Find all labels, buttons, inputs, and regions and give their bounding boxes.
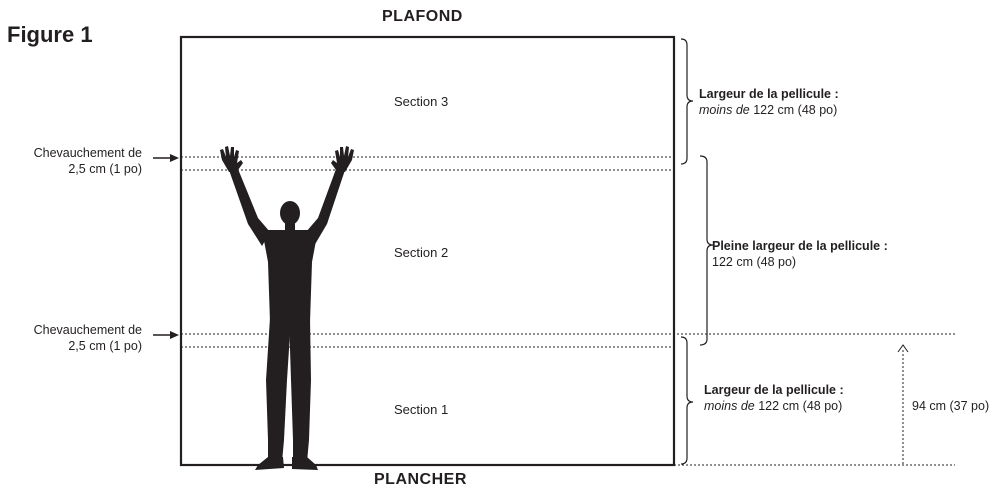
width-value-2: 122 cm (48 po) [712,255,797,269]
section-1-label: Section 1 [394,402,449,417]
width-label-section-2: Pleine largeur de la pellicule : 122 cm … [712,238,888,270]
overlap-lower-line1: Chevauchement de [33,323,142,337]
overlap-upper-line2: 2,5 cm (1 po) [68,162,142,176]
width-label-section-3: Largeur de la pellicule : moins de 122 c… [699,86,839,118]
section-2-label: Section 2 [394,245,449,260]
width-amount-3: 122 cm (48 po) [749,103,838,117]
overlap-label-lower: Chevauchement de 2,5 cm (1 po) [34,322,142,354]
ceiling-label: PLAFOND [382,8,463,25]
person-right-hand [331,146,354,172]
person-head [280,201,300,225]
brace-section-3 [680,38,694,165]
width-prefix-1: moins de [704,399,755,413]
wall-outline [179,35,676,467]
width-value-1: moins de 122 cm (48 po) [704,398,844,414]
person-left-foot [255,457,284,470]
overlap-lower-line2: 2,5 cm (1 po) [68,339,142,353]
person-right-foot [292,457,318,470]
floor-label: PLANCHER [374,471,467,488]
person-neck [285,222,295,231]
width-label-section-1: Largeur de la pellicule : moins de 122 c… [704,382,844,414]
height-marker-label: 94 cm (37 po) [912,399,990,413]
section-3-label: Section 3 [394,94,449,109]
brace-section-2 [699,155,714,346]
overlap-upper-arrowhead [170,154,179,162]
width-title-1: Largeur de la pellicule : [704,383,844,397]
person-right-leg [289,318,311,462]
person-left-leg [266,318,291,462]
person-right-arm [306,169,345,246]
width-value-3: moins de 122 cm (48 po) [699,102,839,118]
overlap-upper-line1: Chevauchement de [33,146,142,160]
width-title-2: Pleine largeur de la pellicule : [712,239,888,253]
width-prefix-3: moins de [699,103,750,117]
width-title-3: Largeur de la pellicule : [699,87,839,101]
person-left-arm [229,169,270,246]
person-left-hand [220,146,243,172]
overlap-label-upper: Chevauchement de 2,5 cm (1 po) [34,145,142,177]
brace-section-1 [680,336,694,465]
person-torso [262,230,318,322]
width-amount-1: 122 cm (48 po) [754,399,843,413]
person-silhouette [220,146,354,470]
height-marker-arrowhead [897,344,909,353]
overlap-lower-arrowhead [170,331,179,339]
figure-title: Figure 1 [7,22,93,47]
